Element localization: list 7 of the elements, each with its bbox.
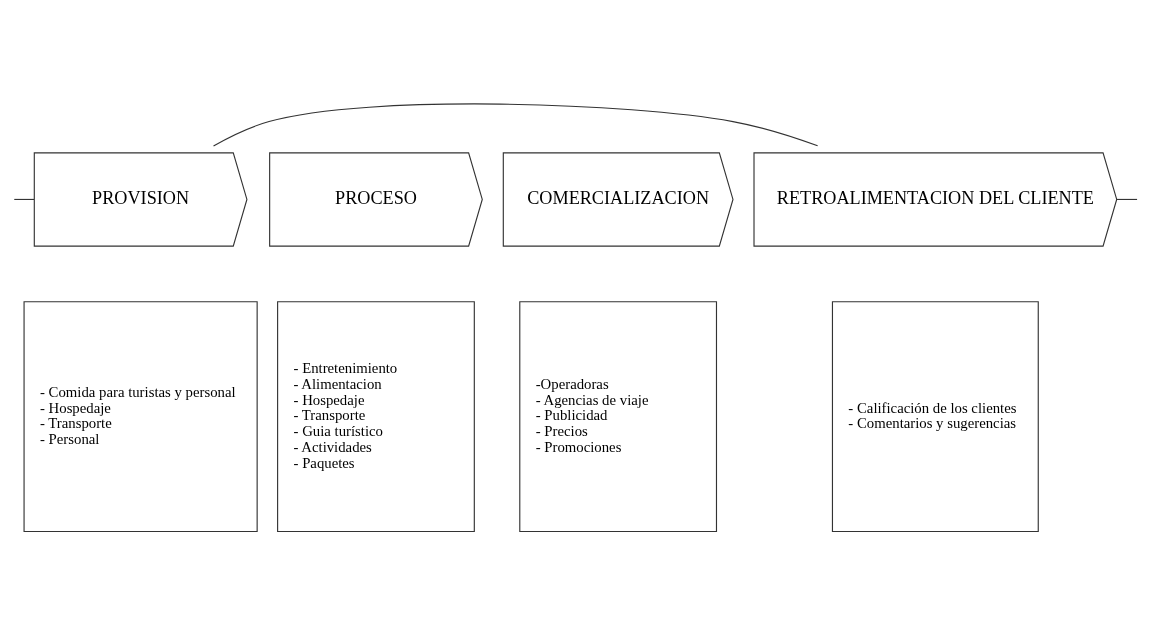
connector — [13, 198, 35, 200]
node-box: - Entretenimiento - Alimentacion - Hospedaje - Transporte - Guia turístico - Actividades - Paquetes — [277, 300, 475, 532]
node-box: - Comida para turistas y personal - Hospedaje - Transporte - Personal — [23, 300, 258, 532]
node-box: -Operadoras - Agencias de viaje - Publicidad - Precios - Promociones — [519, 300, 718, 532]
connector — [212, 103, 819, 147]
node-box: - Calificación de los clientes - Comentarios y sugerencias — [831, 300, 1039, 532]
connector — [1116, 198, 1138, 200]
